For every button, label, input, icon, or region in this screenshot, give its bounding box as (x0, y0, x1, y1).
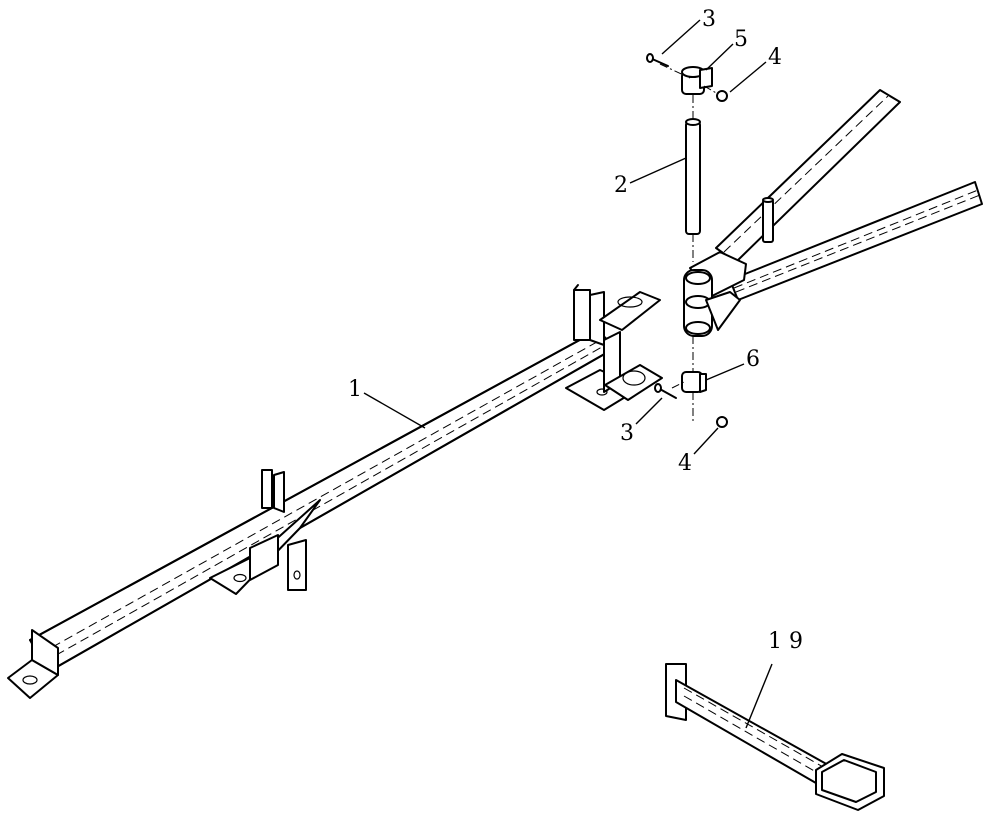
nut-part-4-lower (716, 416, 728, 428)
leader-6 (705, 363, 745, 381)
bolt-part-3-lower (654, 383, 677, 399)
nut-part-4-top (703, 85, 728, 102)
leader-2 (629, 157, 687, 184)
leader-4-top (729, 61, 767, 93)
cross-tube-part-19 (665, 663, 885, 811)
middle-mount-bracket (209, 469, 321, 595)
callout-leaders (363, 19, 773, 729)
hitch-a-frame (683, 89, 983, 372)
callout-1: 1 (348, 377, 362, 402)
callout-4-lower: 4 (678, 451, 692, 476)
callout-3-lower: 3 (620, 421, 634, 446)
front-mount-bracket (565, 284, 663, 411)
callout-3-top: 3 (702, 7, 716, 32)
collar-part-5 (659, 63, 713, 95)
leader-4-lower (693, 427, 719, 455)
leader-1 (363, 392, 426, 429)
callout-2: 2 (614, 173, 628, 198)
leader-3-lower (635, 397, 663, 425)
callout-5: 5 (734, 27, 748, 52)
bolt-part-3-top (646, 53, 669, 67)
pin-part-2 (685, 95, 701, 262)
callout-6: 6 (746, 347, 760, 372)
leader-19 (745, 663, 773, 729)
callout-labels: 1 2 3 5 4 6 3 4 1 9 (348, 7, 803, 654)
collar-part-6 (671, 371, 707, 422)
callout-19: 1 9 (768, 629, 803, 654)
callout-4-top: 4 (768, 45, 782, 70)
leader-5 (705, 43, 734, 71)
main-tube-part-1 (7, 329, 616, 699)
leader-3-top (661, 19, 701, 55)
